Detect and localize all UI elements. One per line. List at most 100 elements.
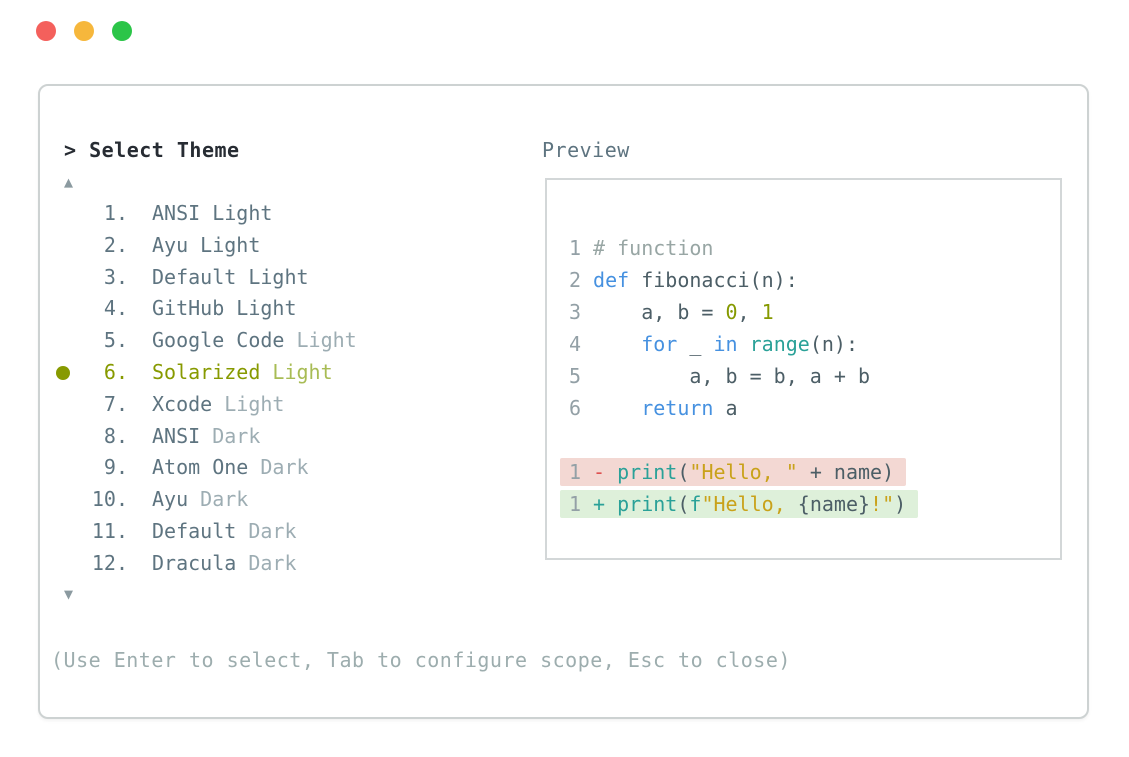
theme-label: Atom One [152,455,249,480]
code-token: + name [797,460,883,484]
traffic-lights [36,21,132,41]
code-token: print [617,460,678,484]
bullet-column [54,325,80,357]
spacer [128,452,152,484]
theme-number: 11. [91,518,128,543]
theme-suffix: Light [200,201,273,225]
spacer [128,293,152,325]
zoom-button[interactable] [112,21,132,41]
bullet-column [54,548,80,580]
theme-label: Xcode [152,391,213,416]
code-token [593,396,641,420]
code-token: ( [677,460,690,484]
scroll-down-icon[interactable]: ▼ [64,585,74,603]
line-number: 3 [569,300,582,324]
spacer [128,484,152,516]
line-number: 4 [569,332,582,356]
code-token: a, b = b, a + b [593,364,870,388]
spacer [128,230,152,262]
code-line: 3 a, b = 0, 1 [569,296,918,328]
code-token: print [617,492,678,516]
code-token: ( [677,492,690,516]
theme-suffix: Dark [200,423,261,448]
theme-suffix: Light [212,391,285,416]
theme-number: 6. [103,359,128,384]
diff-line-removed: 1- print("Hello, " + name) [560,456,918,488]
theme-label: ANSI [152,201,201,225]
bullet-column [54,198,80,230]
theme-prompt: > Select Theme [64,138,240,162]
code-token: "Hello, [701,492,798,516]
spacer [128,548,152,580]
theme-suffix: Light [224,296,297,321]
theme-suffix: Light [188,232,261,257]
bullet-column [54,357,80,389]
theme-item-default-dark[interactable]: 11. Default Dark [54,516,524,548]
spacer [128,516,152,548]
close-button[interactable] [36,21,56,41]
code-token: range [749,332,810,356]
theme-number: 8. [103,423,128,448]
theme-item-google-code-light[interactable]: 5.Google Code Light [54,325,524,357]
scroll-up-icon[interactable]: ▲ [64,173,74,191]
theme-item-ayu-dark[interactable]: 10.Ayu Dark [54,484,524,516]
theme-suffix: Light [260,359,333,384]
code-token: a, b = [593,300,726,324]
theme-label: Default [152,264,237,289]
theme-label: Default [152,518,237,543]
theme-suffix: Dark [248,455,309,480]
line-number: 5 [569,364,582,388]
diff-highlight: 1+ print(f"Hello, {name}!") [560,490,919,518]
theme-item-xcode-light[interactable]: 7.Xcode Light [54,389,524,421]
theme-item-default-light[interactable]: 3. Default Light [54,262,524,294]
theme-suffix: Dark [236,518,297,543]
theme-item-ansi-light[interactable]: 1. ANSI Light [54,198,524,230]
bullet-column [54,230,80,262]
theme-item-github-light[interactable]: 4.GitHub Light [54,293,524,325]
code-token: !" [870,492,895,516]
theme-label: Solarized [152,359,261,384]
theme-item-atom-one-dark[interactable]: 9.Atom One Dark [54,452,524,484]
code-token: a [713,396,738,420]
code-token: 0 [725,300,738,324]
theme-number: 4. [103,296,128,321]
theme-item-solarized-light[interactable]: 6. Solarized Light [54,357,524,389]
theme-number: 1. [103,201,128,225]
theme-number: 3. [103,264,128,289]
bullet-column [54,293,80,325]
diff-highlight: 1- print("Hello, " + name) [560,458,907,486]
code-token: ) [882,460,895,484]
code-token: , [737,300,762,324]
selected-bullet-icon [56,365,70,380]
spacer [128,325,152,357]
code-token: for [641,332,678,356]
theme-item-ansi-dark[interactable]: 8. ANSI Dark [54,421,524,453]
code-token: _ [677,332,714,356]
blank-line [569,424,918,456]
code-token: "Hello, " [689,460,798,484]
code-token: {name} [797,492,871,516]
spacer [128,421,152,453]
line-number: 2 [569,268,582,292]
theme-number: 12. [91,550,128,575]
theme-label: ANSI [152,423,201,448]
line-number: 6 [569,396,582,420]
code-token: + [593,492,618,516]
minimize-button[interactable] [74,21,94,41]
code-line: 1# function [569,232,918,264]
theme-item-ayu-light[interactable]: 2. Ayu Light [54,230,524,262]
code-line: 5 a, b = b, a + b [569,360,918,392]
line-number: 1 [569,492,582,516]
code-token: - [593,460,618,484]
theme-suffix: Light [236,264,309,289]
theme-label: Ayu [152,232,189,257]
theme-item-dracula-dark[interactable]: 12.Dracula Dark [54,548,524,580]
line-number: 1 [569,460,582,484]
code-token: f [689,492,702,516]
bullet-column [54,389,80,421]
code-token: in [713,332,738,356]
theme-label: Ayu [152,487,189,512]
theme-number: 2. [103,232,128,257]
